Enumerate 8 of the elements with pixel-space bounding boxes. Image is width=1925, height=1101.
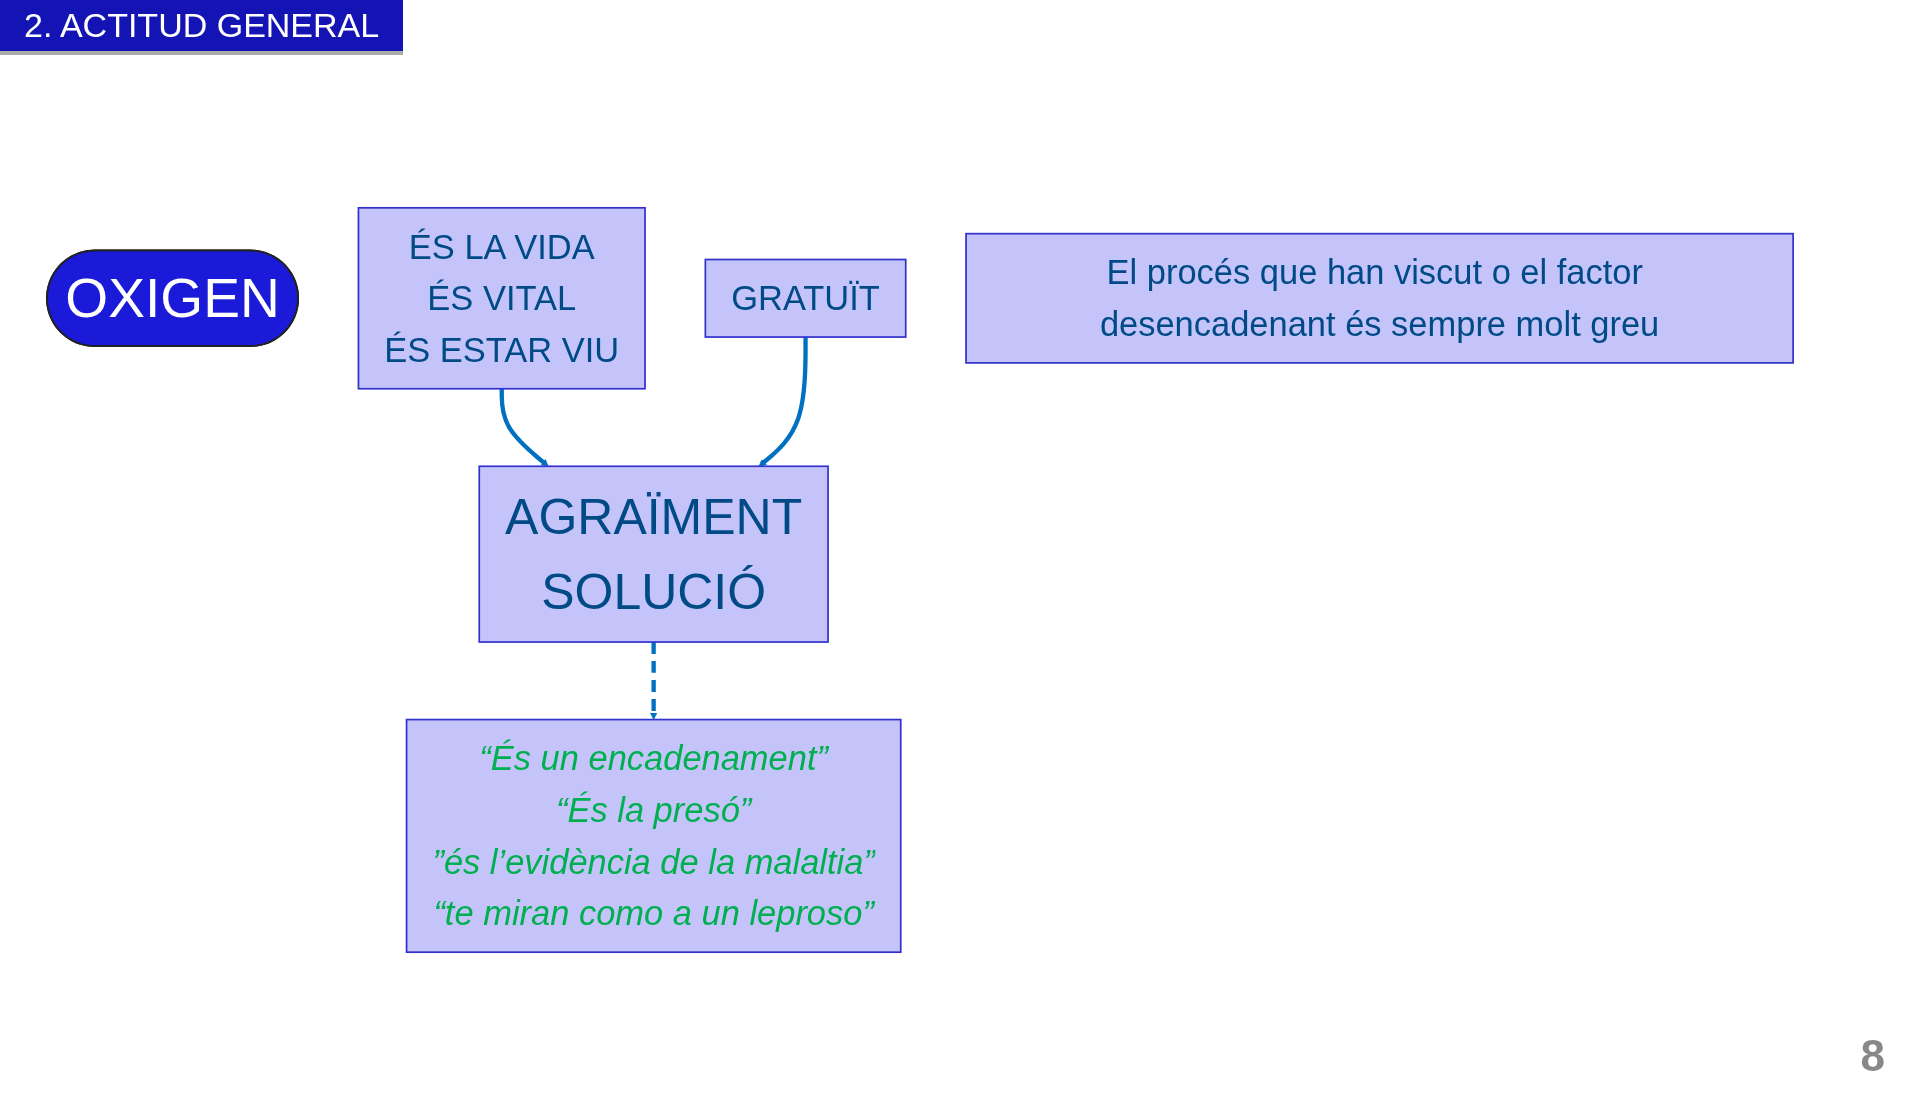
node-box: AGRAÏMENT SOLUCIÓ xyxy=(478,465,829,643)
node-box: GRATUÏT xyxy=(704,258,907,338)
page-number: 8 xyxy=(1860,1031,1885,1081)
arrow xyxy=(758,337,808,467)
node-box: El procés que han viscut o el factor desencadenant és sempre molt greu xyxy=(965,232,1794,364)
arrow xyxy=(499,388,549,467)
node-box: ÉS LA VIDA ÉS VITAL ÉS ESTAR VIU xyxy=(357,206,646,390)
arrow xyxy=(649,642,658,720)
